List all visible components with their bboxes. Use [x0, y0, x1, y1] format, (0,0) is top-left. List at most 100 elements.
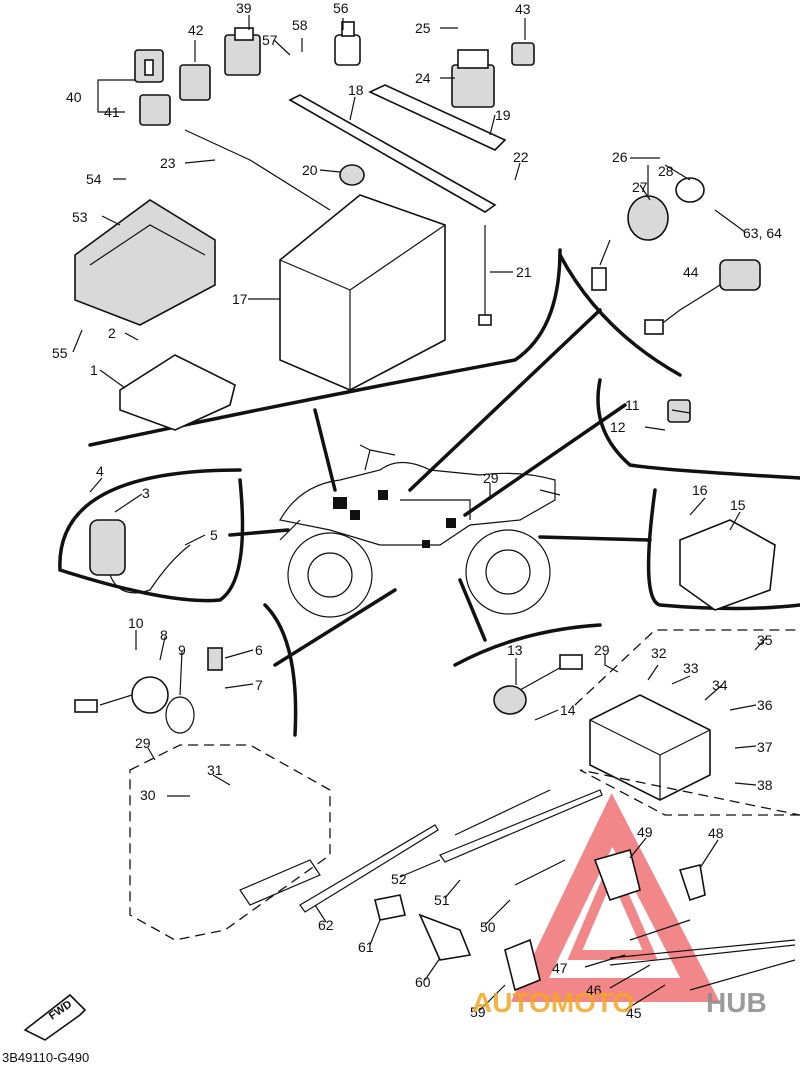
clamps: [374, 849, 706, 992]
battery-bracket-18: [288, 84, 507, 213]
svg-text:HUB: HUB: [706, 987, 767, 1018]
callout-50: 50: [480, 919, 496, 935]
callout-41: 41: [104, 104, 120, 120]
callout-35: 35: [757, 632, 773, 648]
callout-39: 39: [236, 0, 252, 16]
callout-57: 57: [262, 32, 278, 48]
callout-29-a: 29: [483, 470, 499, 486]
callout-58: 58: [292, 17, 308, 33]
cable-ties: [239, 789, 796, 991]
wire-harness-box: [129, 744, 331, 941]
socket-44: [644, 259, 761, 335]
fwd-arrow-icon: FWD: [23, 993, 87, 1041]
relay-41: [139, 94, 171, 126]
callout-56: 56: [333, 0, 349, 16]
callout-26: 26: [612, 149, 628, 165]
svg-text:AUTOMOTO: AUTOMOTO: [472, 987, 634, 1018]
callout-59: 59: [470, 1004, 486, 1020]
callout-44: 44: [683, 264, 699, 280]
callout-37: 37: [757, 739, 773, 755]
fuse-box-29: [589, 694, 711, 801]
ignition-coil-3: [89, 519, 191, 594]
callout-22: 22: [513, 149, 529, 165]
callout-6: 6: [255, 642, 263, 658]
callout-15: 15: [730, 497, 746, 513]
callout-62: 62: [318, 917, 334, 933]
pickup-coil-8: [74, 676, 169, 714]
callout-23: 23: [160, 155, 176, 171]
callout-53: 53: [72, 209, 88, 225]
callout-52: 52: [391, 871, 407, 887]
callout-13: 13: [507, 642, 523, 658]
sensor-6: [207, 647, 223, 671]
bolt-21: [478, 225, 492, 326]
callout-51: 51: [434, 892, 450, 908]
callout-27: 27: [632, 179, 648, 195]
section-dividers: [58, 248, 800, 737]
callout-19: 19: [495, 107, 511, 123]
callout-5: 5: [210, 527, 218, 543]
callout-47: 47: [552, 960, 568, 976]
main-switch-26: [591, 177, 705, 291]
callout-63-64: 63, 64: [743, 225, 782, 241]
cdi-unit-53: [74, 199, 216, 326]
callout-7: 7: [255, 677, 263, 693]
callout-29-b: 29: [594, 642, 610, 658]
callout-2: 2: [108, 325, 116, 341]
callout-30: 30: [140, 787, 156, 803]
ecu-1: [119, 354, 236, 431]
callout-34: 34: [712, 677, 728, 693]
watermark-text: AUTOMOTO HUB: [472, 987, 767, 1018]
o-ring-9: [165, 696, 195, 734]
sensor-13: [493, 654, 583, 715]
callout-38: 38: [757, 777, 773, 793]
fuse-43: [511, 42, 535, 66]
callout-45: 45: [626, 1005, 642, 1021]
callout-42: 42: [188, 22, 204, 38]
callout-61: 61: [358, 939, 374, 955]
callout-32: 32: [651, 645, 667, 661]
callout-9: 9: [178, 642, 186, 658]
callout-18: 18: [348, 82, 364, 98]
leader-lines: [72, 15, 767, 1011]
callout-labels: 1 2 3 4 5 6 7 8 9 10 11 12 13 14 15 16 1…: [52, 0, 782, 1021]
wire-lead-23: [184, 129, 331, 211]
callout-33: 33: [683, 660, 699, 676]
watermark-logo: [510, 793, 720, 1002]
callout-55: 55: [52, 345, 68, 361]
connector-56: [334, 21, 361, 66]
callout-25: 25: [415, 20, 431, 36]
relay-40: [134, 49, 164, 83]
callout-31: 31: [207, 762, 223, 778]
callout-60: 60: [415, 974, 431, 990]
regulator-15: [679, 519, 776, 611]
callout-12: 12: [610, 419, 626, 435]
diagram-code: 3B49110-G490: [2, 1050, 89, 1065]
callout-8: 8: [160, 627, 168, 643]
callout-1: 1: [90, 362, 98, 378]
callout-43: 43: [515, 1, 531, 17]
fuse-box-group: [574, 629, 800, 816]
callout-40: 40: [66, 89, 82, 105]
callout-21: 21: [516, 264, 532, 280]
relay-42: [179, 64, 211, 101]
callout-24: 24: [415, 70, 431, 86]
callout-10: 10: [128, 615, 144, 631]
callout-49: 49: [637, 824, 653, 840]
callout-29-c: 29: [135, 735, 151, 751]
callout-11: 11: [625, 397, 640, 413]
callout-14: 14: [560, 702, 576, 718]
relay-24: [451, 49, 495, 108]
damper-20: [339, 164, 365, 186]
callout-46: 46: [586, 982, 602, 998]
callout-16: 16: [692, 482, 708, 498]
callout-48: 48: [708, 825, 724, 841]
relay-39: [224, 27, 261, 76]
callout-3: 3: [142, 485, 150, 501]
battery-17: [279, 194, 446, 391]
callout-17: 17: [232, 291, 248, 307]
callout-20: 20: [302, 162, 318, 178]
atv-illustration: [279, 444, 561, 618]
callout-4: 4: [96, 463, 104, 479]
